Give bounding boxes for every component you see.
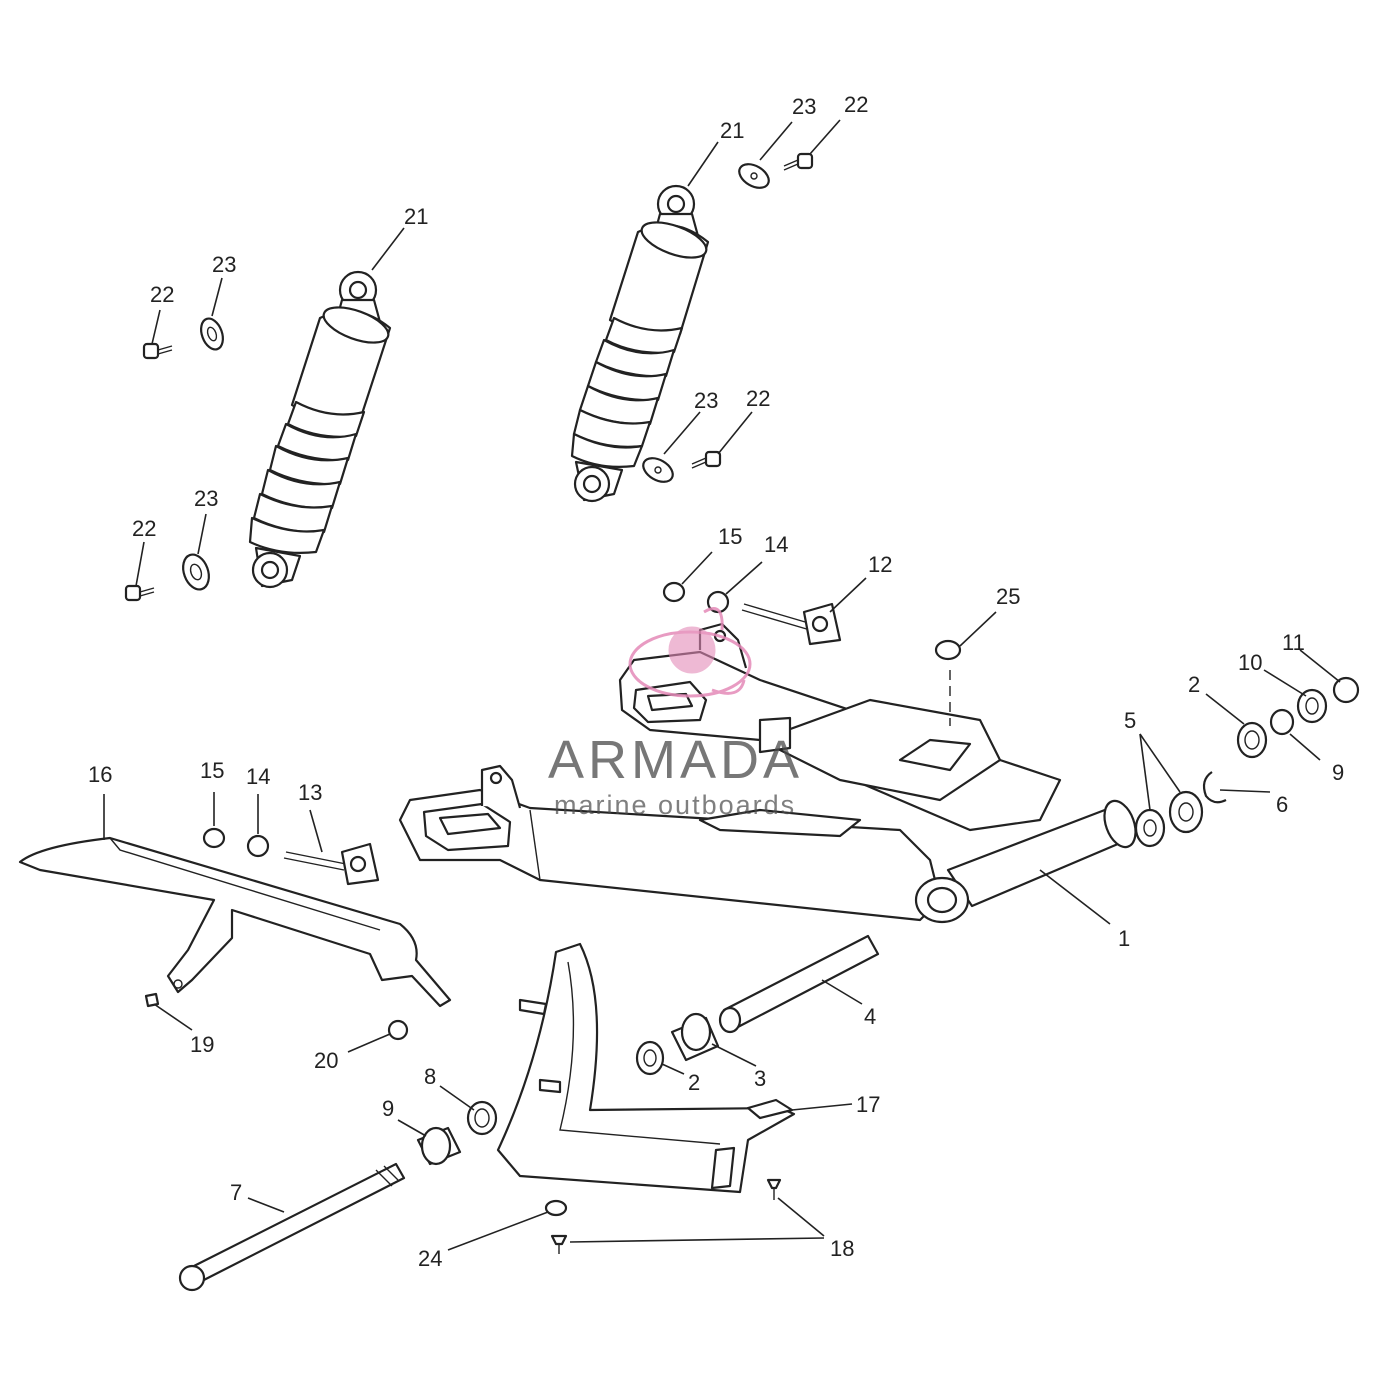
callout-2-lower: 2 xyxy=(688,1070,700,1095)
callout-9-lower: 9 xyxy=(382,1096,394,1121)
callout-11: 11 xyxy=(1282,630,1305,655)
callout-6: 6 xyxy=(1276,792,1288,817)
shock-absorber-right xyxy=(570,184,710,503)
swingarm xyxy=(398,622,1137,924)
callout-13: 13 xyxy=(298,780,322,805)
callout-18: 18 xyxy=(830,1236,854,1261)
callout-22-left-top: 22 xyxy=(150,282,174,307)
callout-2-upper: 2 xyxy=(1188,672,1200,697)
callout-14-upper: 14 xyxy=(764,532,788,557)
watermark-tagline: marine outboards xyxy=(554,790,796,820)
callout-23-left-top: 23 xyxy=(212,252,236,277)
pivot-hardware xyxy=(144,639,1360,1254)
axle-parts xyxy=(178,934,880,1292)
shock-absorber-left xyxy=(248,270,392,589)
callout-15-upper: 15 xyxy=(718,524,742,549)
callout-20: 20 xyxy=(314,1048,338,1073)
callout-3: 3 xyxy=(754,1066,766,1091)
leader-lines xyxy=(103,119,1341,1251)
chain-adjusters xyxy=(202,581,842,886)
callout-24: 24 xyxy=(418,1246,442,1271)
callout-15-lower: 15 xyxy=(200,758,224,783)
callout-1: 1 xyxy=(1118,926,1130,951)
callout-23-right-bottom: 23 xyxy=(694,388,718,413)
callout-17: 17 xyxy=(856,1092,880,1117)
watermark-brand: ARMADA xyxy=(548,730,803,790)
callout-14-lower: 14 xyxy=(246,764,270,789)
callout-9-upper: 9 xyxy=(1332,760,1344,785)
chain-guard xyxy=(18,836,452,1008)
callout-22-left-bottom: 22 xyxy=(132,516,156,541)
callout-4: 4 xyxy=(864,1004,876,1029)
watermark: ARMADA marine outboards xyxy=(548,607,803,820)
callout-21-left: 21 xyxy=(404,204,428,229)
callout-7: 7 xyxy=(230,1180,242,1205)
callout-23-right-top: 23 xyxy=(792,94,816,119)
callout-22-right-bottom: 22 xyxy=(746,386,770,411)
callout-22-right-top: 22 xyxy=(844,92,868,117)
callout-21-right: 21 xyxy=(720,118,744,143)
callout-25: 25 xyxy=(996,584,1020,609)
callout-10: 10 xyxy=(1238,650,1262,675)
shock-bolts-washers xyxy=(124,152,814,602)
callouts: 21 23 22 21 23 22 23 22 23 22 15 14 12 2… xyxy=(88,92,1344,1271)
callout-16: 16 xyxy=(88,762,112,787)
watermark-logo-icon xyxy=(628,607,752,698)
lower-chain-guide xyxy=(496,942,796,1194)
callout-19: 19 xyxy=(190,1032,214,1057)
callout-23-left-bottom: 23 xyxy=(194,486,218,511)
callout-8: 8 xyxy=(424,1064,436,1089)
callout-12: 12 xyxy=(868,552,892,577)
callout-5: 5 xyxy=(1124,708,1136,733)
